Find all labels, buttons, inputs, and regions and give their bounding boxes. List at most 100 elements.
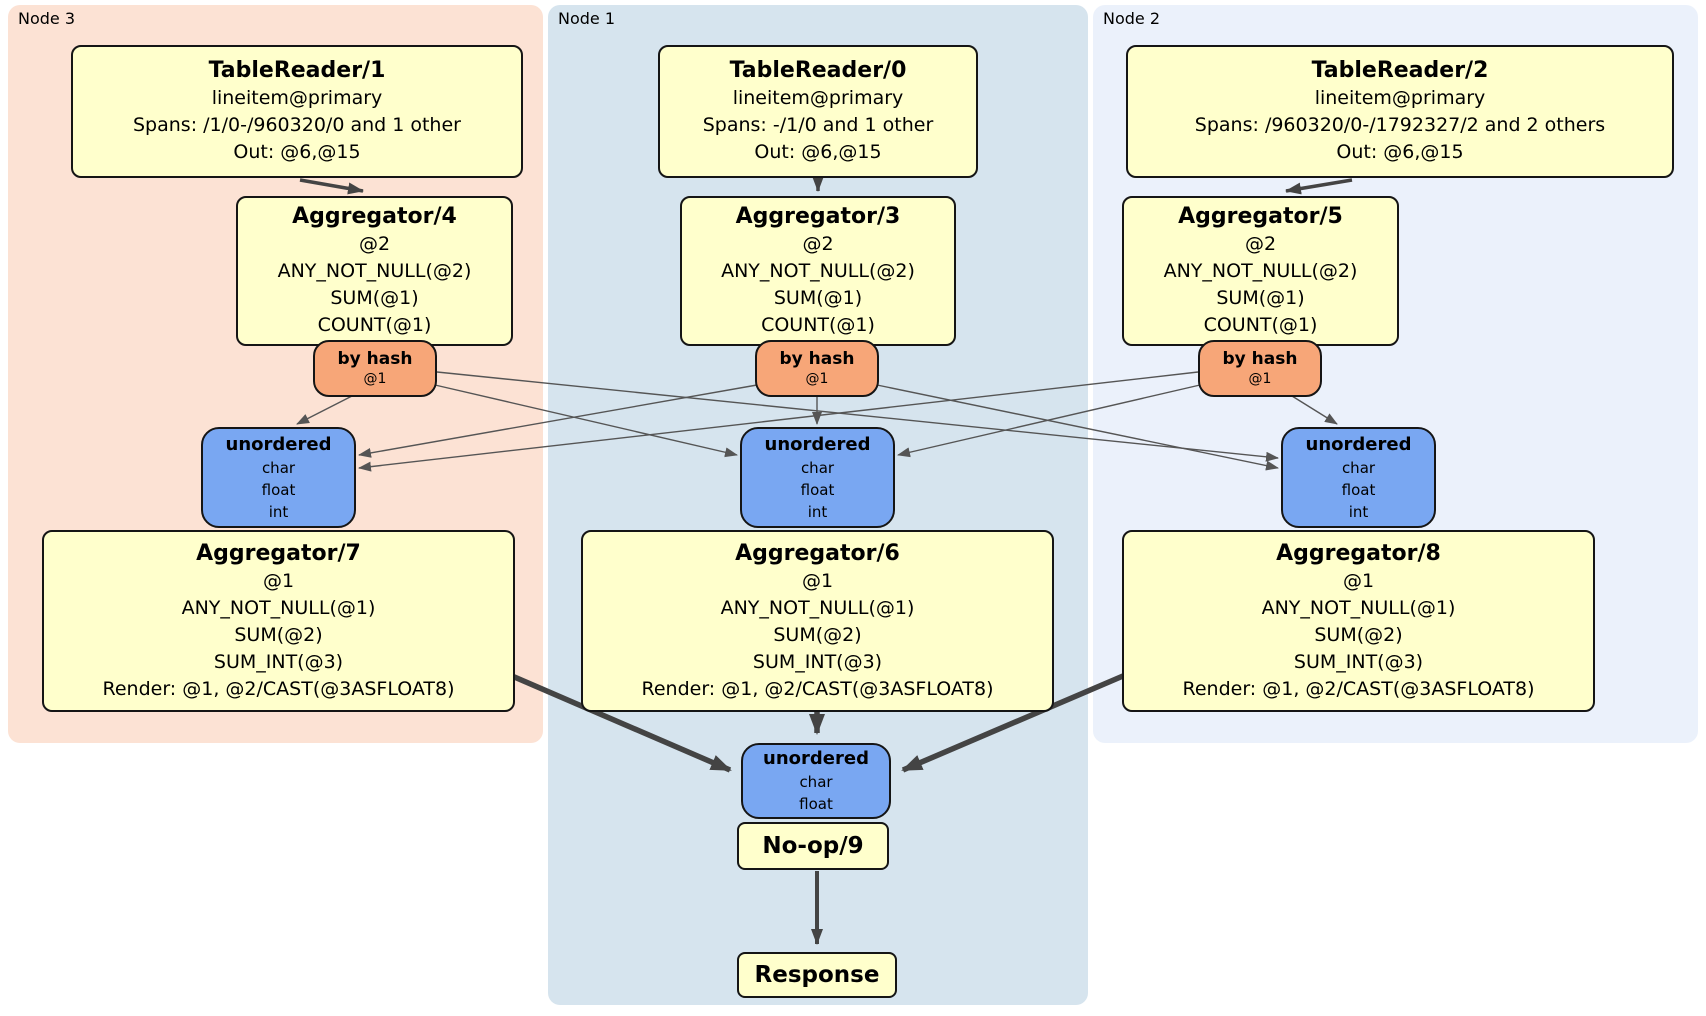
box-line: Render: @1, @2/CAST(@3ASFLOAT8)	[641, 677, 994, 700]
box-title: by hash	[1222, 348, 1298, 369]
aggregator-3-box: Aggregator/3 @2 ANY_NOT_NULL(@2) SUM(@1)…	[680, 196, 956, 346]
box-line: @1	[801, 569, 834, 592]
box-line: SUM(@1)	[1216, 287, 1305, 309]
tablereader-0-box: TableReader/0 lineitem@primary Spans: -/…	[658, 45, 978, 178]
box-title: TableReader/2	[1311, 58, 1489, 83]
box-line: @1	[363, 370, 387, 387]
box-line: @1	[262, 569, 295, 592]
hash-router-3-box: by hash @1	[755, 340, 879, 397]
edge-hash5-sync3	[358, 371, 1199, 472]
box-line: ANY_NOT_NULL(@2)	[1163, 260, 1358, 282]
edge-agg8-syncfinal	[901, 670, 1132, 773]
box-line: SUM(@1)	[330, 287, 419, 309]
box-title: Aggregator/5	[1178, 204, 1343, 229]
edge-tr2-agg5	[1285, 178, 1353, 195]
aggregator-4-box: Aggregator/4 @2 ANY_NOT_NULL(@2) SUM(@1)…	[236, 196, 513, 346]
box-line: ANY_NOT_NULL(@1)	[720, 596, 915, 619]
box-line: @2	[802, 233, 834, 255]
box-line: float	[1341, 480, 1376, 499]
box-title: unordered	[225, 433, 332, 455]
aggregator-8-box: Aggregator/8 @1 ANY_NOT_NULL(@1) SUM(@2)…	[1122, 530, 1595, 712]
box-line: ANY_NOT_NULL(@2)	[721, 260, 915, 282]
tablereader-1-box: TableReader/1 lineitem@primary Spans: /1…	[71, 45, 523, 178]
box-line: COUNT(@1)	[761, 314, 875, 336]
noop-9-box: No-op/9	[737, 822, 889, 870]
aggregator-6-box: Aggregator/6 @1 ANY_NOT_NULL(@1) SUM(@2)…	[581, 530, 1054, 712]
box-line: float	[799, 795, 833, 813]
box-line: int	[1348, 502, 1369, 521]
box-line: ANY_NOT_NULL(@1)	[1261, 596, 1456, 619]
box-line: lineitem@primary	[732, 87, 904, 109]
box-line: @1	[1248, 370, 1272, 387]
box-title: Aggregator/8	[1276, 540, 1441, 566]
box-line: @1	[1342, 569, 1375, 592]
edge-agg7-syncfinal	[503, 670, 732, 773]
box-line: Out: @6,@15	[754, 141, 882, 163]
box-title: unordered	[763, 748, 869, 769]
unordered-sync-final-box: unordered char float	[741, 743, 891, 819]
box-line: SUM(@2)	[234, 623, 323, 646]
edge-hash5-sync2	[1291, 395, 1338, 425]
box-title: Aggregator/7	[196, 540, 361, 566]
unordered-sync-node3-box: unordered char float int	[201, 427, 356, 528]
box-title: unordered	[1305, 433, 1412, 455]
box-line: char	[799, 773, 833, 791]
box-title: by hash	[779, 348, 855, 369]
edge-tr1-agg4	[299, 178, 364, 195]
box-line: ANY_NOT_NULL(@1)	[181, 596, 376, 619]
box-title: Aggregator/3	[735, 204, 901, 229]
box-line: float	[261, 480, 296, 499]
box-line: Out: @6,@15	[233, 141, 361, 163]
box-line: Spans: -/1/0 and 1 other	[702, 114, 934, 136]
box-line: Spans: /960320/0-/1792327/2 and 2 others	[1194, 114, 1606, 136]
box-line: SUM(@2)	[773, 623, 862, 646]
node1-label: Node 1	[558, 9, 616, 28]
aggregator-5-box: Aggregator/5 @2 ANY_NOT_NULL(@2) SUM(@1)…	[1122, 196, 1399, 346]
box-line: int	[268, 502, 289, 521]
box-line: Render: @1, @2/CAST(@3ASFLOAT8)	[102, 677, 455, 700]
edge-hash4-sync3	[296, 395, 353, 425]
box-line: float	[800, 480, 835, 499]
unordered-sync-node1-box: unordered char float int	[740, 427, 895, 528]
box-line: int	[807, 502, 828, 521]
box-title: Aggregator/4	[292, 204, 457, 229]
box-title: by hash	[337, 348, 413, 369]
box-title: unordered	[764, 433, 871, 455]
hash-router-5-box: by hash @1	[1198, 340, 1322, 397]
box-line: COUNT(@1)	[1203, 314, 1318, 336]
box-line: SUM(@1)	[773, 287, 863, 309]
box-line: Spans: /1/0-/960320/0 and 1 other	[133, 114, 461, 136]
edge-hash5-sync1	[897, 384, 1201, 458]
edge-hash4-sync2	[436, 371, 1279, 462]
response-box: Response	[737, 952, 897, 998]
box-line: lineitem@primary	[1314, 87, 1486, 109]
box-line: char	[261, 458, 296, 477]
box-line: char	[1341, 458, 1376, 477]
node3-label: Node 3	[18, 9, 76, 28]
node2-label: Node 2	[1103, 9, 1161, 28]
box-line: SUM(@2)	[1314, 623, 1403, 646]
box-line: COUNT(@1)	[317, 314, 432, 336]
box-line: Render: @1, @2/CAST(@3ASFLOAT8)	[1182, 677, 1535, 700]
box-line: lineitem@primary	[211, 87, 383, 109]
box-title: TableReader/1	[208, 58, 386, 83]
box-line: @2	[358, 233, 391, 255]
box-line: Out: @6,@15	[1336, 141, 1464, 163]
box-title: No-op/9	[762, 833, 864, 859]
edge-hash4-sync1	[434, 384, 738, 458]
tablereader-2-box: TableReader/2 lineitem@primary Spans: /9…	[1126, 45, 1674, 178]
edge-hash3-sync2	[876, 384, 1279, 471]
edge-hash3-sync3	[358, 384, 758, 458]
unordered-sync-node2-box: unordered char float int	[1281, 427, 1436, 528]
box-line: @1	[805, 370, 829, 387]
box-title: Response	[754, 962, 880, 988]
aggregator-7-box: Aggregator/7 @1 ANY_NOT_NULL(@1) SUM(@2)…	[42, 530, 515, 712]
box-line: @2	[1244, 233, 1277, 255]
box-title: TableReader/0	[729, 58, 907, 83]
hash-router-4-box: by hash @1	[313, 340, 437, 397]
box-line: SUM_INT(@3)	[1293, 650, 1424, 673]
box-title: Aggregator/6	[735, 540, 900, 566]
box-line: char	[800, 458, 835, 477]
